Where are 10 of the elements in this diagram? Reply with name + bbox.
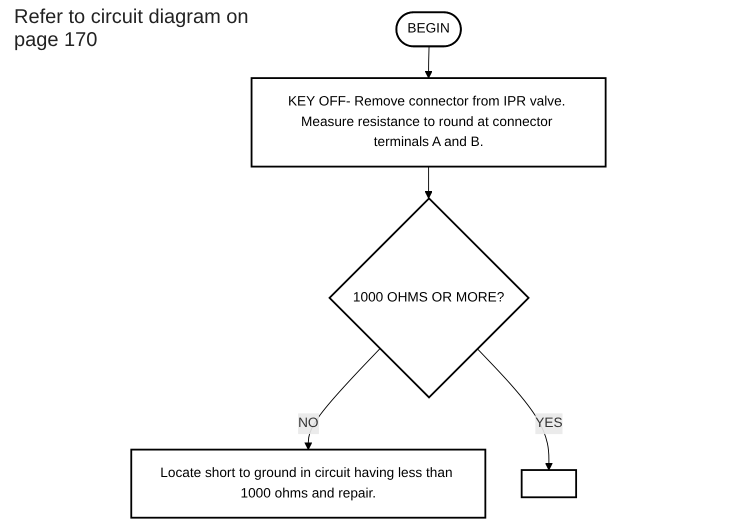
arrow bbox=[424, 46, 432, 78]
node-box: Locate short to ground in circuit having less than 1000 ohms and repair. bbox=[130, 448, 486, 519]
node-box: KEY OFF- Remove connector from IPR valve. Measure resistance to round at connector terminals A and B. bbox=[250, 77, 606, 168]
node-box bbox=[520, 469, 577, 498]
node-diamond: 1000 OHMS OR MORE? bbox=[328, 197, 530, 399]
note-text: Refer to circuit diagram on page 170 bbox=[14, 6, 250, 52]
arrow bbox=[424, 166, 432, 199]
edge-label: YES bbox=[534, 415, 562, 431]
edge-label: NO bbox=[298, 415, 318, 431]
arrow bbox=[304, 348, 380, 450]
